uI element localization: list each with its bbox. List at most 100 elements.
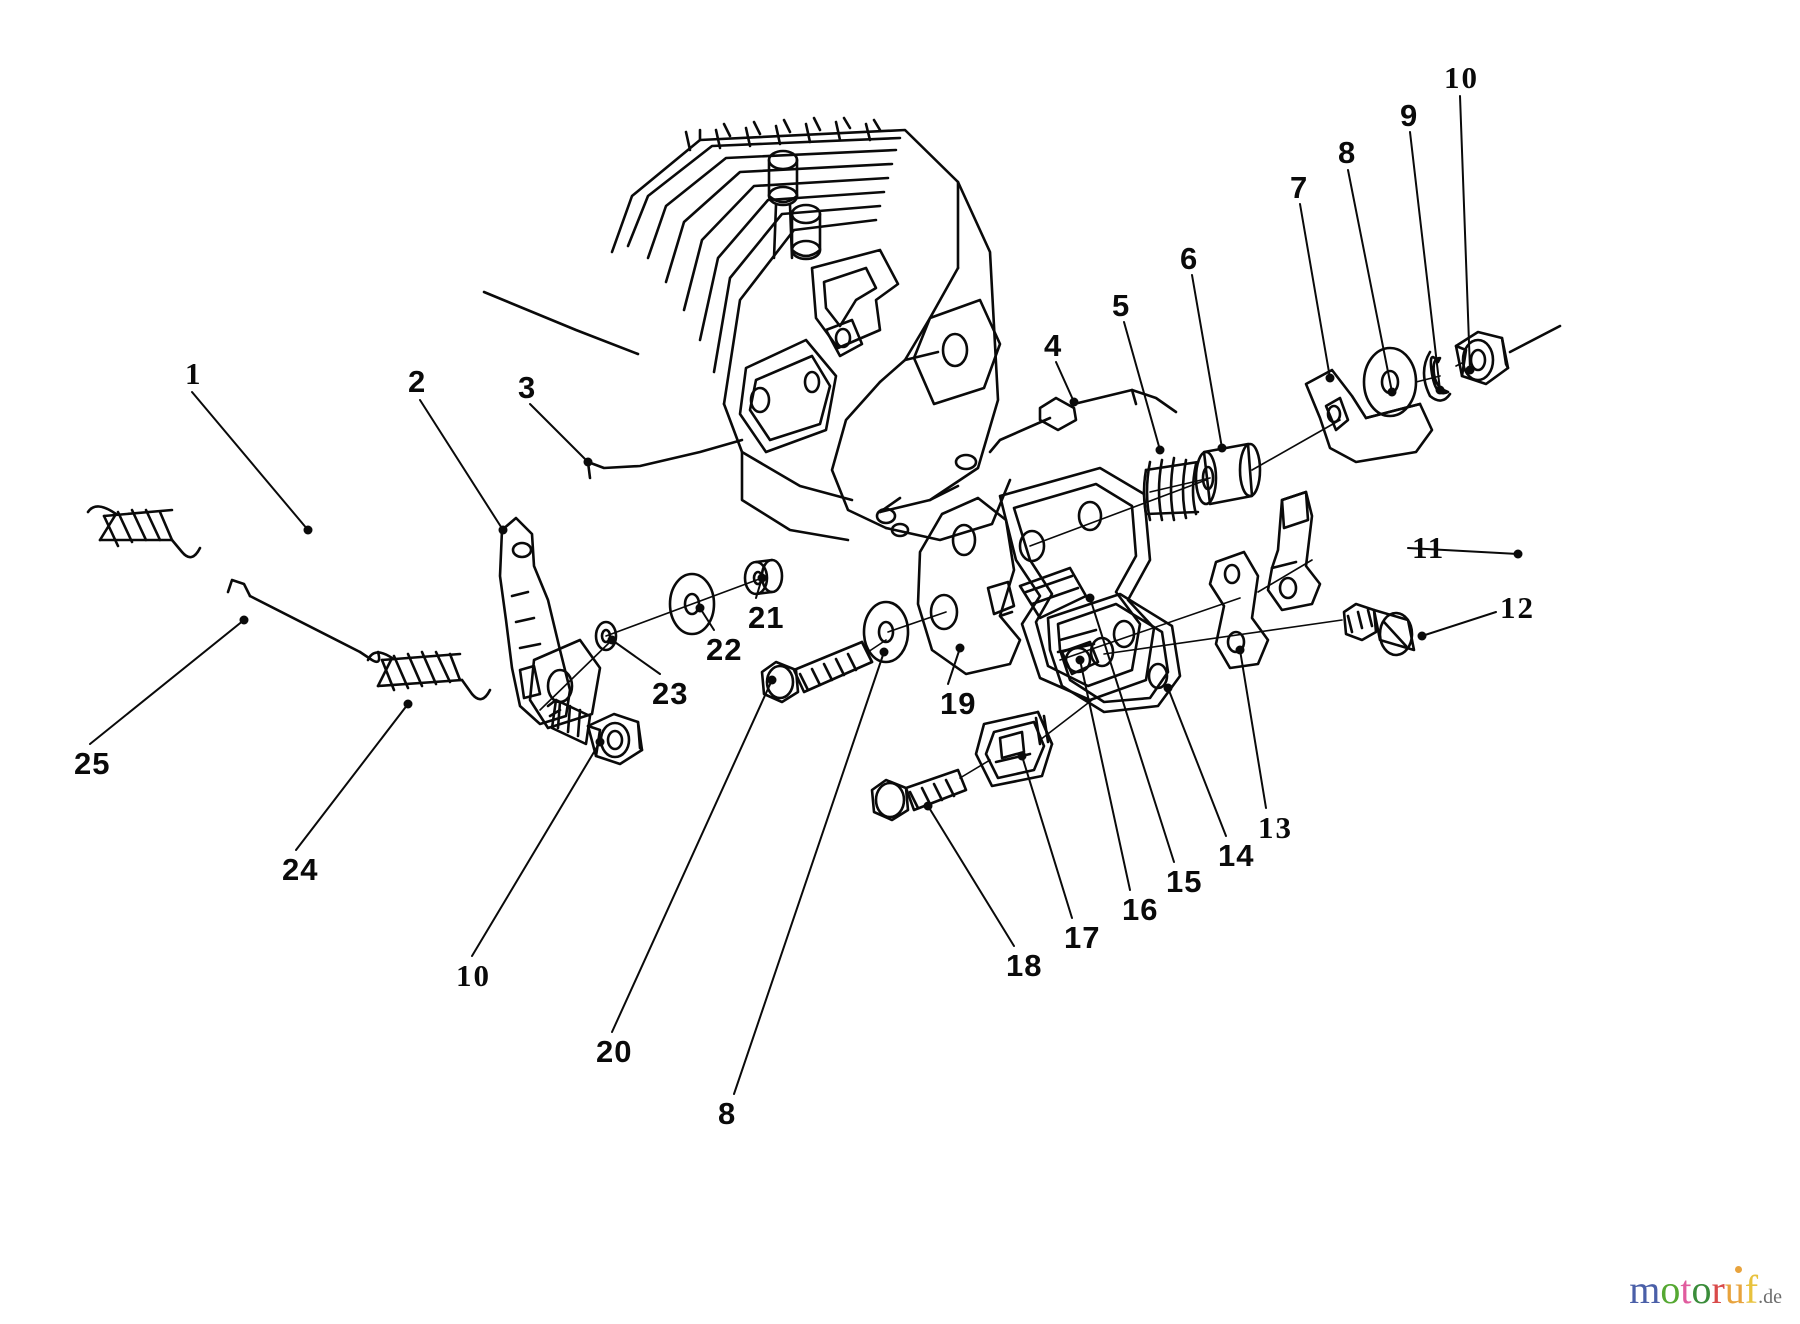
watermark-letters: motoruf — [1629, 1267, 1758, 1312]
leader-line-8b — [733, 651, 885, 1095]
part-11-throttle-bracket — [1266, 490, 1322, 612]
callout-label-20: 20 — [596, 1034, 633, 1069]
leader-dot-18 — [923, 801, 933, 811]
part-24-spring — [366, 650, 492, 701]
leader-line-6 — [1191, 274, 1223, 449]
callout-label-19: 19 — [940, 686, 977, 721]
leader-line-1 — [191, 391, 309, 531]
watermark-letter-6: f — [1744, 1267, 1759, 1312]
leader-line-13 — [1239, 649, 1267, 809]
callout-label-8b: 8 — [718, 1096, 737, 1131]
leader-dot-20 — [767, 675, 777, 685]
leader-line-3 — [529, 403, 589, 463]
leader-dot-13 — [1235, 645, 1245, 655]
callout-label-10b: 10 — [456, 958, 491, 993]
leader-dot-24 — [403, 699, 413, 709]
leader-line-20 — [611, 679, 773, 1033]
leader-dot-6 — [1217, 443, 1227, 453]
part-1-spring — [86, 505, 202, 559]
leader-line-2 — [419, 399, 504, 531]
leader-line-11 — [1407, 547, 1519, 555]
leader-dot-16 — [1075, 655, 1085, 665]
callout-label-18: 18 — [1006, 948, 1043, 983]
leader-line-14 — [1167, 687, 1227, 837]
watermark-dot-icon — [1735, 1266, 1742, 1273]
callout-label-24: 24 — [282, 852, 319, 887]
leader-dot-10b — [595, 737, 605, 747]
leader-line-15 — [1089, 597, 1175, 863]
engine-cylinder-head-illustration — [482, 116, 1012, 542]
callout-label-25: 25 — [74, 746, 111, 781]
leader-dot-5 — [1155, 445, 1165, 455]
callout-label-6: 6 — [1180, 241, 1199, 276]
leader-line-10b — [471, 741, 601, 957]
callout-label-8: 8 — [1338, 135, 1357, 170]
leader-dot-15 — [1085, 593, 1095, 603]
watermark-tld: .de — [1758, 1286, 1782, 1308]
part-5-governor-spring — [1142, 456, 1200, 522]
leader-dot-8 — [1387, 387, 1397, 397]
leader-dot-8b — [879, 647, 889, 657]
callout-label-13: 13 — [1258, 810, 1293, 845]
part-20-bolt — [760, 640, 874, 704]
watermark-letter-3: o — [1691, 1267, 1712, 1312]
callout-label-23: 23 — [652, 676, 689, 711]
leader-line-17 — [1021, 755, 1073, 919]
leader-dot-17 — [1017, 751, 1027, 761]
leader-dot-1 — [303, 525, 313, 535]
leader-dot-23 — [607, 635, 617, 645]
part-19-governor-arm — [916, 496, 1022, 676]
leader-dot-14 — [1163, 683, 1173, 693]
leader-dot-22 — [695, 603, 705, 613]
callout-label-17: 17 — [1064, 920, 1101, 955]
watermark-letter-4: r — [1711, 1267, 1725, 1312]
leader-dot-3 — [583, 457, 593, 467]
watermark-letter-2: t — [1680, 1267, 1692, 1312]
leader-dot-10 — [1465, 365, 1475, 375]
leader-line-10 — [1459, 95, 1471, 371]
callout-label-11: 11 — [1412, 530, 1446, 565]
leader-line-24 — [295, 703, 409, 851]
leader-line-5 — [1123, 321, 1161, 451]
callout-label-1: 1 — [185, 356, 203, 391]
watermark-letter-1: o — [1660, 1267, 1681, 1312]
watermark-letter-0: m — [1629, 1267, 1661, 1312]
part-2-control-lever — [498, 516, 602, 746]
callout-label-5: 5 — [1112, 288, 1131, 323]
callout-label-10: 10 — [1444, 60, 1479, 95]
leader-line-16 — [1079, 659, 1131, 891]
callout-label-9: 9 — [1400, 98, 1419, 133]
motoruf-watermark: motoruf.de — [1629, 1266, 1782, 1312]
part-12-screw — [1342, 602, 1416, 657]
callout-label-16: 16 — [1122, 892, 1159, 927]
leader-line-18 — [927, 805, 1015, 947]
leader-dot-11 — [1513, 549, 1523, 559]
callout-label-12: 12 — [1500, 590, 1535, 625]
callout-label-4: 4 — [1044, 328, 1063, 363]
part-9-retaining-clip — [1422, 350, 1452, 402]
callout-label-15: 15 — [1166, 864, 1203, 899]
leader-line-19 — [947, 647, 961, 685]
leader-dot-19 — [955, 643, 965, 653]
leader-line-8 — [1347, 169, 1393, 393]
leader-dot-9 — [1435, 385, 1445, 395]
leader-dot-21 — [757, 573, 767, 583]
leader-line-7 — [1299, 203, 1331, 379]
callout-label-21: 21 — [748, 600, 785, 635]
part-8b-washer — [862, 600, 910, 664]
leader-line-9 — [1409, 131, 1441, 391]
part-7-governor-lever — [1304, 368, 1434, 464]
part-18-screw — [870, 768, 968, 822]
leader-dot-25 — [239, 615, 249, 625]
leader-line-12 — [1421, 611, 1497, 637]
callout-label-14: 14 — [1218, 838, 1255, 873]
leader-line-25 — [89, 619, 245, 745]
leader-dot-12 — [1417, 631, 1427, 641]
part-10-nut — [1454, 324, 1562, 386]
part-25-rod — [226, 578, 381, 664]
callout-label-7: 7 — [1290, 170, 1309, 205]
watermark-letter-5: u — [1724, 1267, 1745, 1312]
